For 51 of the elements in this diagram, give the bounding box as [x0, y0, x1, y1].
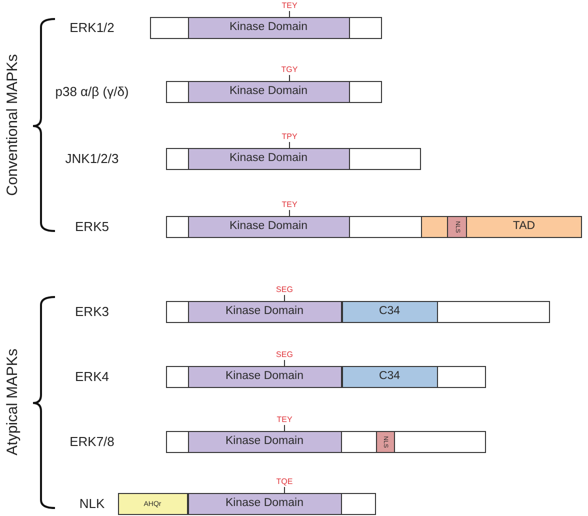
- protein-bar: [166, 148, 421, 170]
- protein-bar: [150, 17, 382, 39]
- group-label: Atypical MAPKs: [4, 348, 22, 456]
- domain-label: TAD: [512, 221, 536, 233]
- protein-domain: [420, 217, 582, 237]
- protein-name: ERK1/2: [70, 20, 114, 36]
- protein-domain: [188, 302, 342, 322]
- protein-domain: [188, 494, 342, 514]
- domain-label: C34: [378, 371, 400, 383]
- domain-label: Kinase Domain: [230, 86, 308, 98]
- protein-bar: [166, 366, 486, 388]
- protein-name: p38 α/β (γ/δ): [55, 84, 129, 100]
- protein-domain: [342, 367, 438, 387]
- protein-domain: [188, 367, 342, 387]
- motif-label: SEG: [276, 286, 293, 294]
- motif-label: TEY: [282, 201, 298, 209]
- protein-domain: [188, 432, 342, 452]
- protein-name: JNK1/2/3: [65, 152, 119, 166]
- domain-label: Kinase Domain: [226, 306, 304, 318]
- group-label: Conventional MAPKs: [4, 54, 22, 196]
- domain-label: C34: [378, 306, 400, 318]
- motif-label: TEY: [282, 2, 298, 10]
- protein-name: ERK3: [75, 304, 109, 320]
- motif-label: SEG: [276, 351, 293, 359]
- motif-label: TPY: [282, 133, 298, 141]
- protein-bar: [166, 81, 382, 103]
- protein-domain: [188, 18, 350, 38]
- domain-label: Kinase Domain: [226, 371, 304, 383]
- protein-bar: [166, 431, 486, 453]
- protein-bar: [118, 493, 376, 515]
- motif-label: TGY: [281, 66, 298, 74]
- protein-name: ERK5: [75, 220, 109, 234]
- protein-domain: [447, 217, 467, 237]
- domain-label: Kinase Domain: [230, 153, 308, 165]
- domain-label: Kinase Domain: [226, 498, 304, 510]
- domain-label: Kinase Domain: [226, 436, 304, 448]
- motif-label: TQE: [276, 478, 293, 486]
- protein-domain: [188, 82, 350, 102]
- protein-domain: [188, 217, 350, 237]
- domain-label: Kinase Domain: [230, 22, 308, 34]
- protein-domain: [118, 494, 188, 514]
- protein-domain: [342, 302, 438, 322]
- protein-name: NLK: [79, 496, 105, 512]
- protein-bar: [166, 216, 582, 238]
- protein-domain: [376, 432, 394, 452]
- protein-bar: [166, 301, 550, 323]
- protein-domain: [188, 149, 350, 169]
- motif-label: TEY: [276, 416, 292, 424]
- domain-label: Kinase Domain: [230, 221, 308, 233]
- protein-name: ERK4: [75, 370, 109, 384]
- protein-name: ERK7/8: [70, 434, 114, 450]
